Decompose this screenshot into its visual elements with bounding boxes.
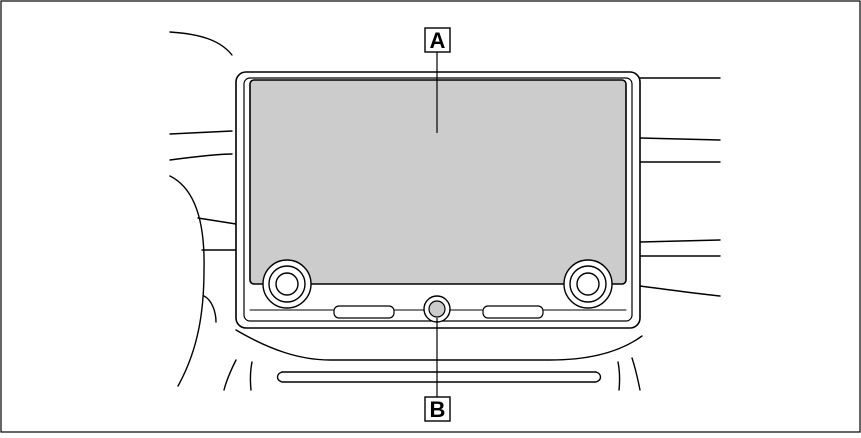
lower-console-lines — [223, 329, 643, 391]
display-screen — [249, 79, 627, 285]
callout-a-label: A — [430, 28, 446, 53]
head-unit — [235, 71, 641, 329]
right-knob[interactable] — [563, 259, 613, 309]
center-button[interactable] — [423, 295, 451, 323]
callout-b-box — [424, 396, 451, 422]
right-dashboard-lines — [639, 77, 721, 297]
callout-b-label: B — [430, 397, 446, 422]
callout-a: A — [424, 27, 451, 133]
callout-a-box — [424, 27, 451, 53]
left-knob[interactable] — [262, 259, 312, 309]
left-slot-button[interactable] — [333, 305, 395, 319]
right-slot-button[interactable] — [482, 305, 544, 319]
callout-b: B — [424, 318, 451, 422]
